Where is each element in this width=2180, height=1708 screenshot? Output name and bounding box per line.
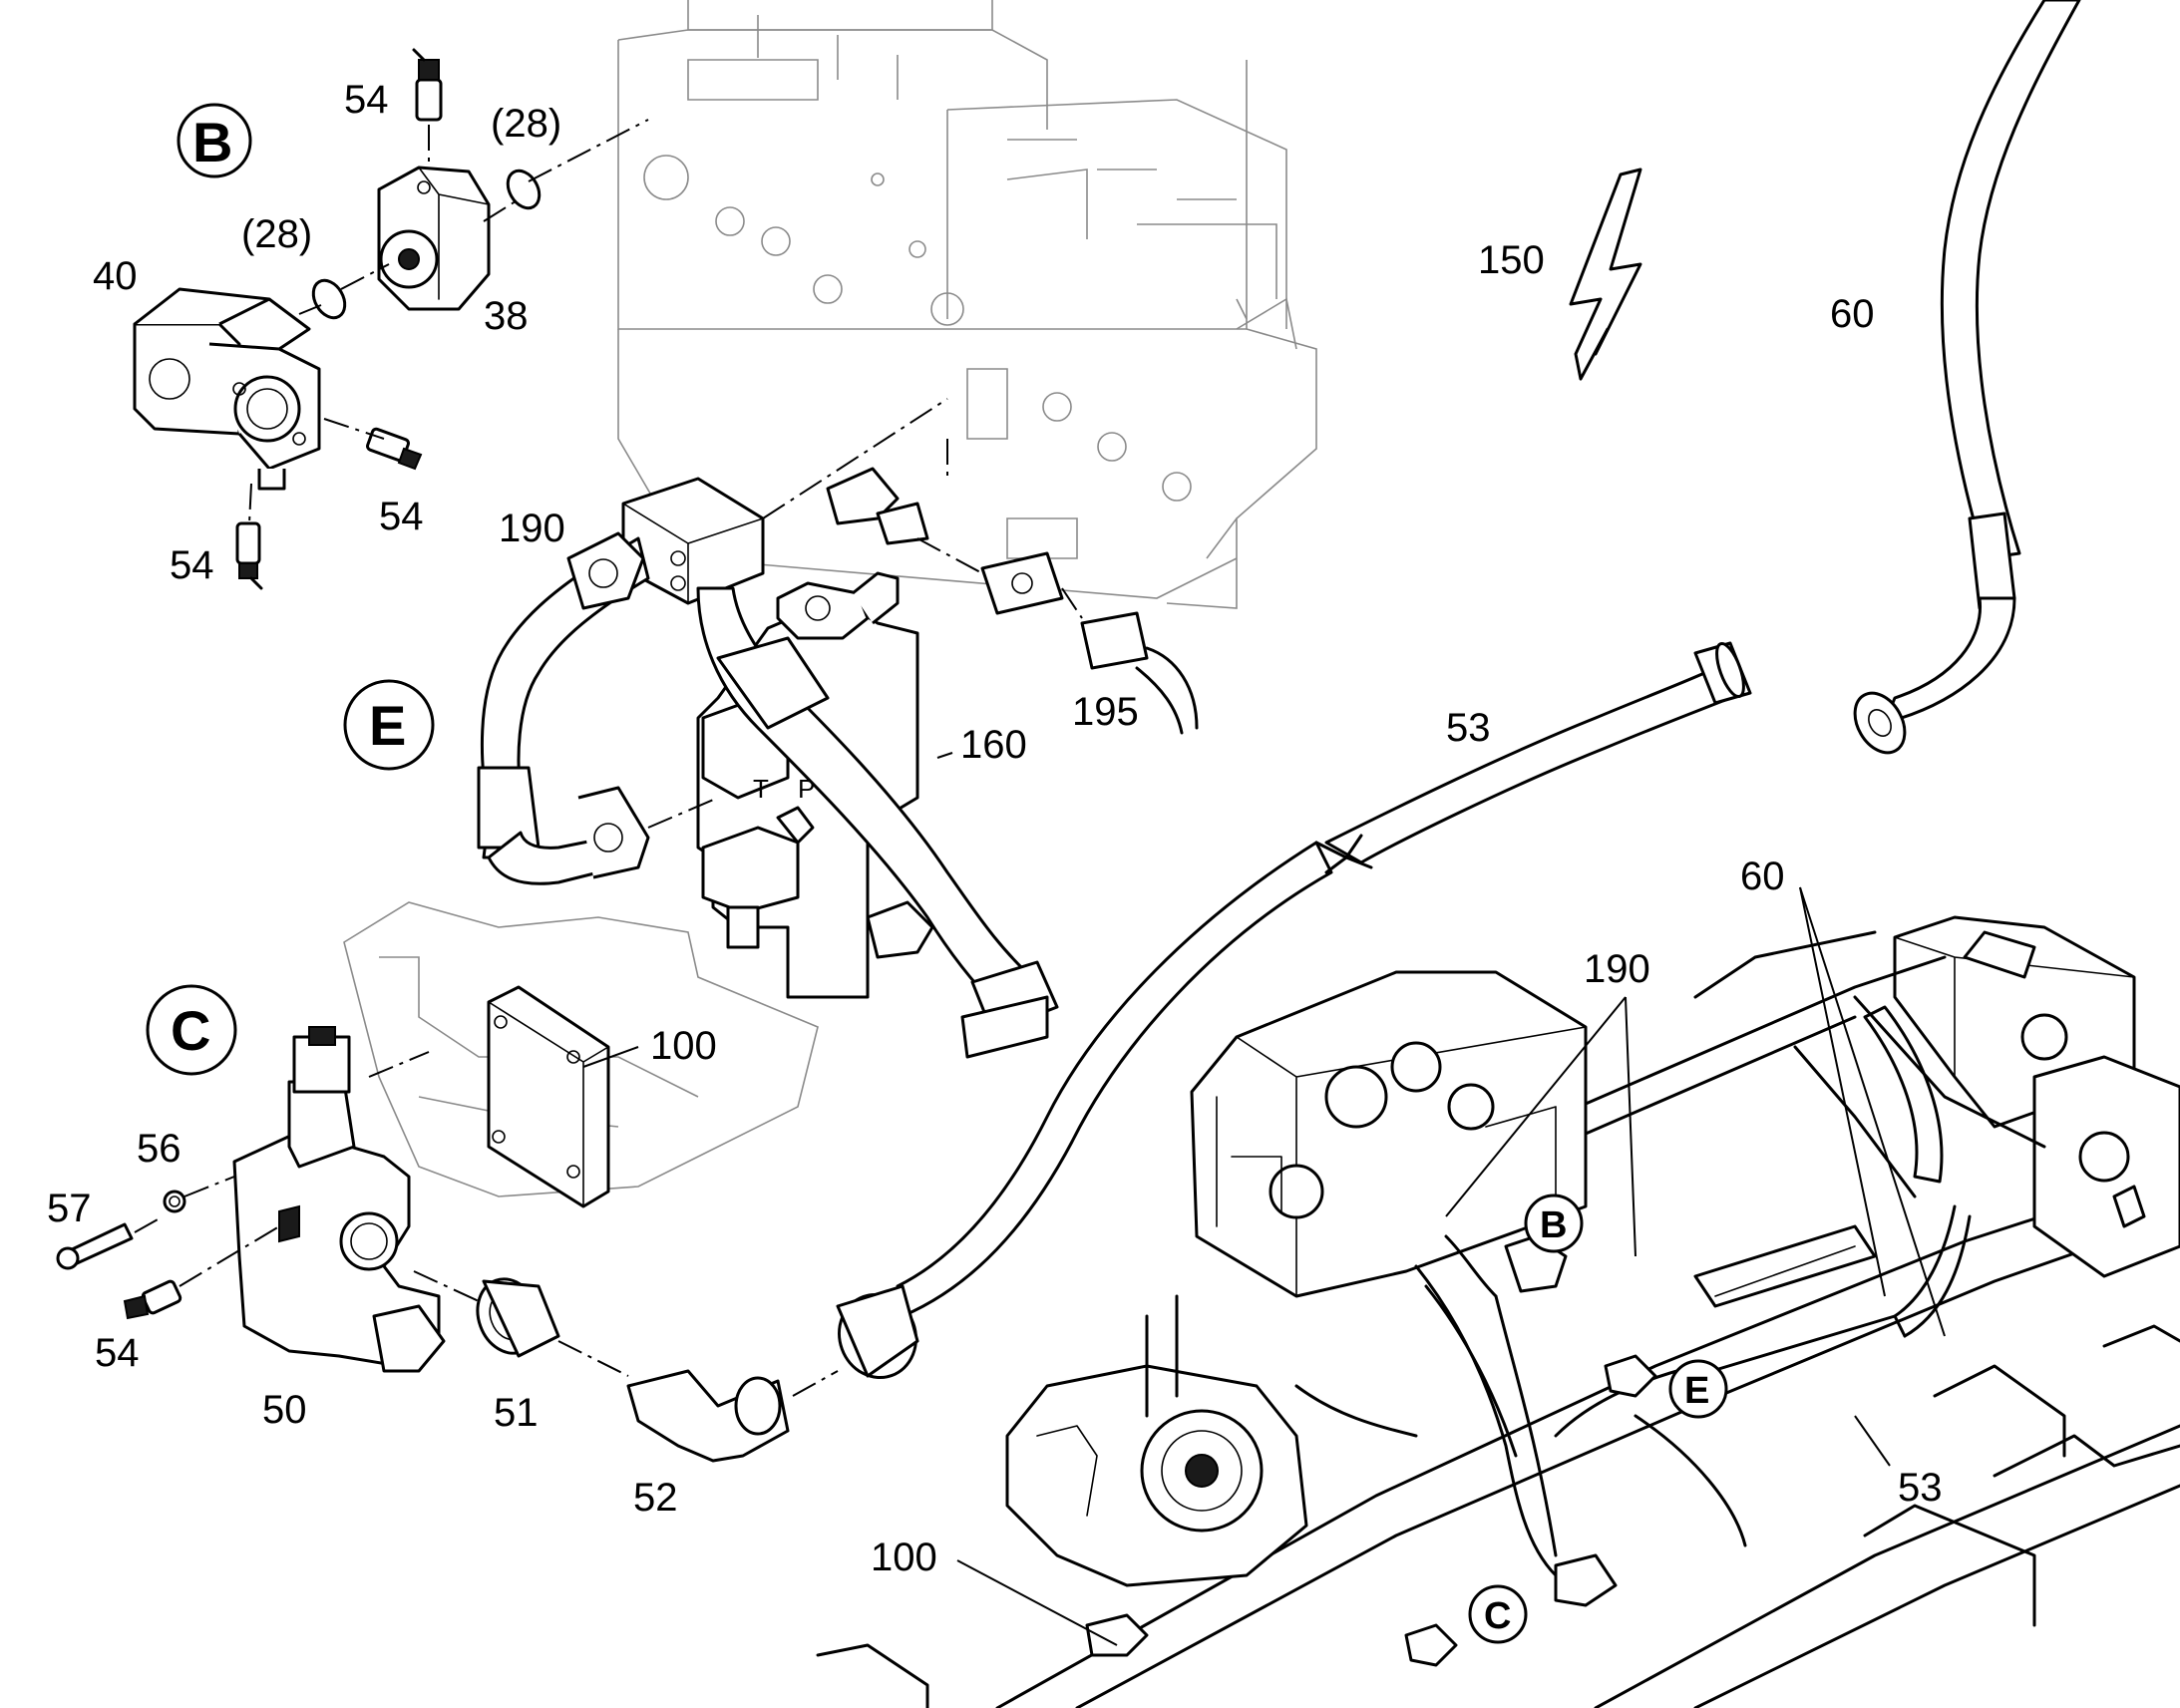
label-100-bottom: 100 bbox=[871, 1536, 937, 1579]
label-190-right: 190 bbox=[1584, 947, 1650, 991]
machine-overview bbox=[816, 886, 2180, 1708]
label-60-right: 60 bbox=[1740, 854, 1785, 898]
label-40: 40 bbox=[93, 254, 138, 298]
view-c-marker-letter: C bbox=[1484, 1595, 1511, 1637]
label-160: 160 bbox=[960, 723, 1027, 767]
label-53-bottom: 53 bbox=[1898, 1466, 1943, 1510]
view-c-marker bbox=[1468, 1584, 1528, 1644]
label-51: 51 bbox=[494, 1391, 539, 1435]
label-54-top: 54 bbox=[344, 78, 389, 122]
label-100-top: 100 bbox=[650, 1024, 717, 1068]
fitting-51 bbox=[476, 1277, 560, 1358]
sensor-54-left bbox=[235, 521, 263, 590]
label-54-bottom: 54 bbox=[95, 1331, 140, 1375]
sensor-54-top bbox=[412, 48, 443, 122]
main-valve-block bbox=[617, 0, 1317, 609]
label-28-top: (28) bbox=[491, 102, 561, 146]
label-195: 195 bbox=[1072, 690, 1139, 734]
view-e-marker-letter: E bbox=[1684, 1370, 1709, 1412]
view-b-marker bbox=[1524, 1194, 1584, 1253]
view-e-circle bbox=[343, 679, 435, 771]
part-labels: B E C B E C 54 (28) (28) 40 38 54 54 190… bbox=[47, 78, 1943, 1637]
label-190: 190 bbox=[499, 507, 565, 550]
label-50: 50 bbox=[262, 1388, 307, 1432]
label-56: 56 bbox=[137, 1127, 182, 1171]
valve-50 bbox=[232, 1130, 441, 1368]
view-e-marker bbox=[1668, 1359, 1728, 1419]
label-150: 150 bbox=[1478, 238, 1545, 282]
lightning-bolt-icon bbox=[1569, 168, 1642, 381]
view-b-letter: B bbox=[192, 111, 232, 173]
label-52: 52 bbox=[633, 1476, 678, 1520]
connector-195 bbox=[1080, 611, 1149, 670]
plate-100 bbox=[487, 985, 610, 1208]
view-e-letter: E bbox=[369, 694, 406, 757]
label-53-top: 53 bbox=[1446, 706, 1491, 750]
elbow-52 bbox=[626, 1369, 790, 1463]
view-c-circle bbox=[146, 984, 237, 1076]
label-60-top: 60 bbox=[1830, 292, 1875, 336]
sensor-54-bottom bbox=[123, 1279, 182, 1320]
label-54-mid: 54 bbox=[379, 495, 424, 538]
washer-56 bbox=[163, 1190, 186, 1213]
view-b-group bbox=[133, 48, 649, 590]
svg-text:T: T bbox=[753, 774, 769, 804]
label-28-left: (28) bbox=[241, 212, 312, 256]
hose-60 bbox=[1853, 0, 2081, 755]
o-ring-top bbox=[506, 169, 542, 210]
view-e-group: T P bbox=[343, 398, 1199, 1059]
hose-53 bbox=[836, 641, 1752, 1380]
label-38: 38 bbox=[484, 294, 529, 338]
o-ring-left bbox=[311, 278, 347, 320]
view-c-letter: C bbox=[171, 999, 210, 1062]
sensor-54-mid bbox=[366, 427, 423, 471]
label-54-left: 54 bbox=[170, 543, 214, 587]
view-c-group bbox=[56, 901, 839, 1463]
view-b-circle bbox=[177, 103, 252, 178]
view-b-marker-letter: B bbox=[1540, 1204, 1567, 1246]
label-57: 57 bbox=[47, 1187, 92, 1230]
